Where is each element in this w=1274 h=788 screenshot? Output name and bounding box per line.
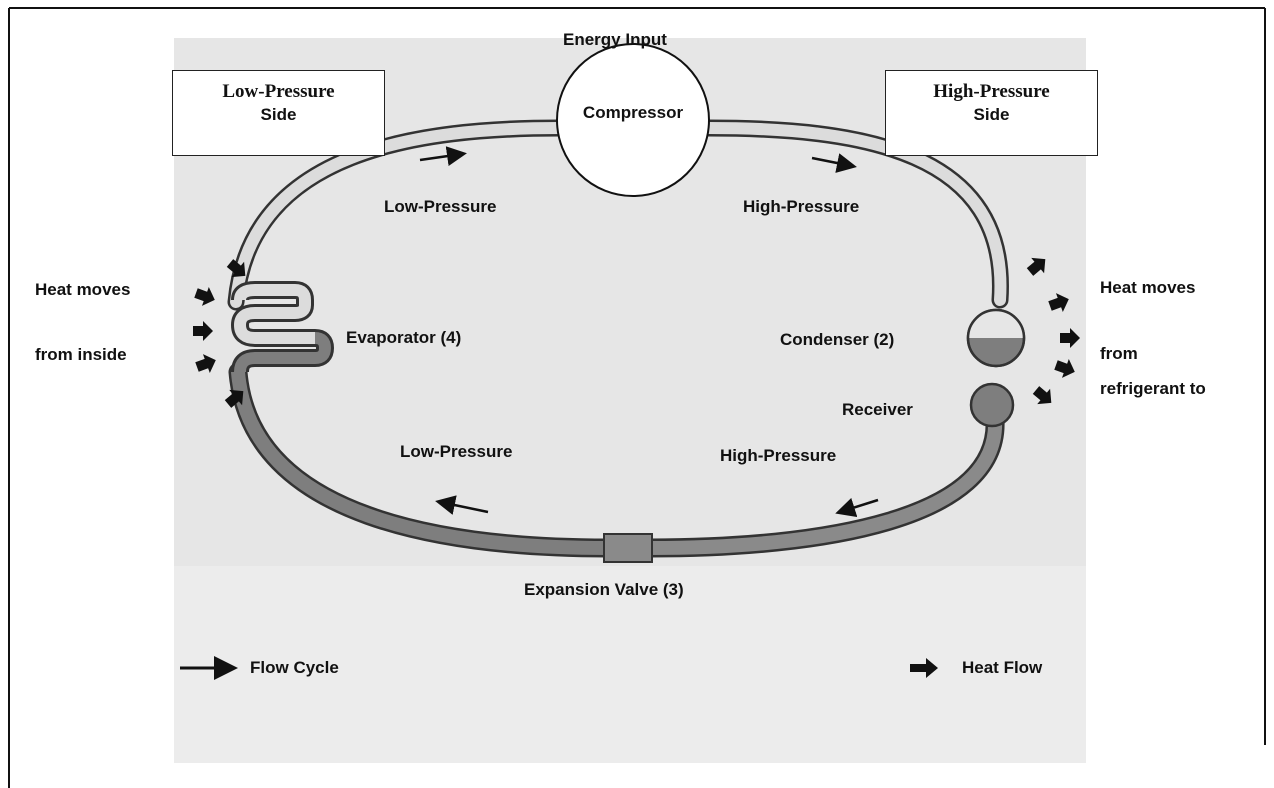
legend-flow-cycle-label: Flow Cycle: [250, 658, 339, 677]
evaporator-coil-dark: [234, 332, 331, 373]
right-heat-text-line2: from: [1100, 344, 1138, 363]
condenser-label: Condenser (2): [780, 330, 895, 349]
right-heat-text-line3: refrigerant to: [1100, 379, 1206, 398]
condenser-vapor: [968, 310, 1024, 338]
flow-arrow-bottom-right: [835, 497, 879, 518]
receiver-label: Receiver: [842, 400, 913, 419]
bottom-left-pressure-label: Low-Pressure: [400, 442, 513, 461]
heat-arrows-left: [193, 259, 246, 408]
left-heat-text-line2: from inside: [35, 345, 127, 364]
energy-input-label: Energy Input: [563, 30, 667, 49]
legend-heat-flow-label: Heat Flow: [962, 658, 1043, 677]
bottom-left-pipe: [231, 365, 615, 555]
right-heat-text-line1: Heat moves: [1100, 278, 1196, 297]
low-pressure-side-box: Low-Pressure Side: [172, 70, 385, 156]
condenser-outline: [966, 308, 1026, 368]
high-pressure-side-line1: High-Pressure: [933, 81, 1050, 102]
evaporator-label: Evaporator (4): [346, 328, 462, 347]
top-right-pipe: [702, 122, 1007, 306]
legend-heat-arrow: [910, 658, 938, 678]
evaporator-coil-light: [234, 284, 315, 344]
heat-arrows-right: [1026, 257, 1080, 405]
compressor-circle: [556, 43, 710, 197]
high-pressure-side-box: High-Pressure Side: [885, 70, 1098, 156]
expansion-valve-label: Expansion Valve (3): [524, 580, 684, 599]
bottom-right-pressure-label: High-Pressure: [720, 446, 837, 465]
left-heat-text-line1: Heat moves: [35, 280, 131, 299]
bottom-right-pipe: [643, 413, 1003, 555]
expansion-valve: [603, 533, 653, 563]
high-pressure-side-line2: Side: [973, 105, 1010, 124]
flow-arrow-bottom-left: [435, 495, 489, 515]
low-pressure-side-line1: Low-Pressure: [222, 81, 335, 102]
low-pressure-side-line2: Side: [260, 105, 297, 124]
flow-arrow-top-left: [419, 146, 467, 167]
top-left-pipe: [230, 122, 566, 308]
receiver-sphere: [969, 382, 1015, 428]
top-left-pressure-label: Low-Pressure: [384, 197, 497, 216]
flow-arrow-top-right: [811, 153, 857, 173]
top-right-pressure-label: High-Pressure: [743, 197, 860, 216]
compressor-label: Compressor: [582, 103, 684, 122]
